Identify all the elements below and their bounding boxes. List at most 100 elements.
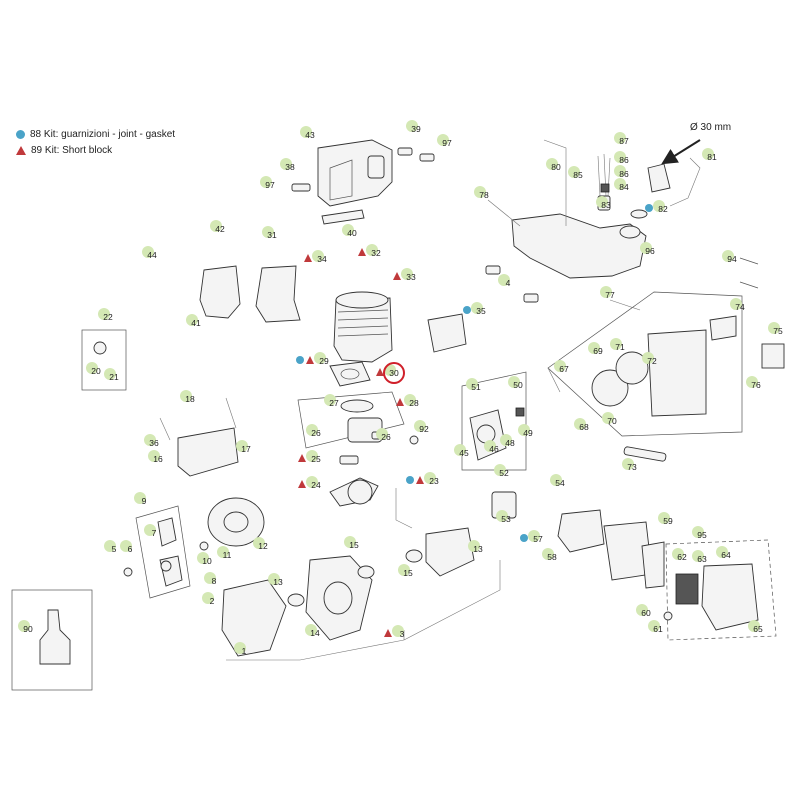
part-label-70[interactable]: 70 [602, 412, 617, 426]
part-label-83[interactable]: 83 [596, 196, 611, 210]
part-label-39[interactable]: 39 [406, 120, 421, 134]
part-label-20[interactable]: 20 [86, 362, 101, 376]
part-label-11[interactable]: 11 [217, 546, 232, 560]
part-label-50[interactable]: 50 [508, 376, 523, 390]
part-label-42[interactable]: 42 [210, 220, 225, 234]
part-label-44[interactable]: 44 [142, 246, 157, 260]
part-label-62[interactable]: 62 [672, 548, 687, 562]
part-label-30[interactable]: 30 [376, 362, 405, 384]
part-label-22[interactable]: 22 [98, 308, 113, 322]
part-label-73[interactable]: 73 [622, 458, 637, 472]
part-label-86[interactable]: 86 [614, 151, 629, 165]
part-label-41[interactable]: 41 [186, 314, 201, 328]
part-number-text: 3 [400, 629, 405, 639]
part-label-86[interactable]: 86 [614, 165, 629, 179]
part-label-28[interactable]: 28 [396, 394, 419, 408]
part-label-48[interactable]: 48 [500, 434, 515, 448]
part-label-94[interactable]: 94 [722, 250, 737, 264]
part-number-text: 57 [533, 534, 543, 544]
part-label-68[interactable]: 68 [574, 418, 589, 432]
part-label-26[interactable]: 26 [376, 428, 391, 442]
part-label-38[interactable]: 38 [280, 158, 295, 172]
part-label-1[interactable]: 1 [234, 642, 247, 656]
part-label-13[interactable]: 13 [268, 573, 283, 587]
part-label-16[interactable]: 16 [148, 450, 163, 464]
part-label-97[interactable]: 97 [260, 176, 275, 190]
part-label-15[interactable]: 15 [344, 536, 359, 550]
part-label-34[interactable]: 34 [304, 250, 327, 264]
part-label-76[interactable]: 76 [746, 376, 761, 390]
part-label-97[interactable]: 97 [437, 134, 452, 148]
part-label-71[interactable]: 71 [610, 338, 625, 352]
part-label-14[interactable]: 14 [305, 624, 320, 638]
part-label-54[interactable]: 54 [550, 474, 565, 488]
part-label-13[interactable]: 13 [468, 540, 483, 554]
part-label-5[interactable]: 5 [104, 540, 117, 554]
leader-lines [226, 139, 759, 661]
part-label-85[interactable]: 85 [568, 166, 583, 180]
part-label-64[interactable]: 64 [716, 546, 731, 560]
part-label-75[interactable]: 75 [768, 322, 783, 336]
part-label-69[interactable]: 69 [588, 342, 603, 356]
part-label-43[interactable]: 43 [300, 126, 315, 140]
part-label-72[interactable]: 72 [642, 352, 657, 366]
part-label-63[interactable]: 63 [692, 550, 707, 564]
part-label-9[interactable]: 9 [134, 492, 147, 506]
part-label-18[interactable]: 18 [180, 390, 195, 404]
part-label-67[interactable]: 67 [554, 360, 569, 374]
part-label-46[interactable]: 46 [484, 440, 499, 454]
part-label-26[interactable]: 26 [306, 424, 321, 438]
part-label-8[interactable]: 8 [204, 572, 217, 586]
part-label-74[interactable]: 74 [730, 298, 745, 312]
part-label-36[interactable]: 36 [144, 434, 159, 448]
part-label-77[interactable]: 77 [600, 286, 615, 300]
part-label-57[interactable]: 57 [520, 530, 543, 544]
part-number-text: 24 [311, 480, 321, 490]
part-label-33[interactable]: 33 [393, 268, 416, 282]
part-label-27[interactable]: 27 [324, 394, 339, 408]
part-label-78[interactable]: 78 [474, 186, 489, 200]
part-label-59[interactable]: 59 [658, 512, 673, 526]
part-label-40[interactable]: 40 [342, 224, 357, 238]
part-label-4[interactable]: 4 [498, 274, 511, 288]
part-label-10[interactable]: 10 [197, 552, 212, 566]
part-label-84[interactable]: 84 [614, 178, 629, 192]
part-label-61[interactable]: 61 [648, 620, 663, 634]
part-label-2[interactable]: 2 [202, 592, 215, 606]
part-label-87[interactable]: 87 [614, 132, 629, 146]
part-label-25[interactable]: 25 [298, 450, 321, 464]
part-label-29[interactable]: 29 [296, 352, 329, 366]
part-label-90[interactable]: 90 [18, 620, 33, 634]
part-label-31[interactable]: 31 [262, 226, 277, 240]
part-label-52[interactable]: 52 [494, 464, 509, 478]
label-bubble [614, 178, 626, 190]
part-label-7[interactable]: 7 [144, 524, 157, 538]
part-label-12[interactable]: 12 [253, 537, 268, 551]
part-label-49[interactable]: 49 [518, 424, 533, 438]
part-label-51[interactable]: 51 [466, 378, 481, 392]
part-label-96[interactable]: 96 [640, 242, 655, 256]
part-label-60[interactable]: 60 [636, 604, 651, 618]
part-label-82[interactable]: 82 [645, 200, 668, 214]
part-label-35[interactable]: 35 [463, 302, 486, 316]
part-label-32[interactable]: 32 [358, 244, 381, 258]
part-label-95[interactable]: 95 [692, 526, 707, 540]
part-label-15[interactable]: 15 [398, 564, 413, 578]
part-label-80[interactable]: 80 [546, 158, 561, 172]
part-label-17[interactable]: 17 [236, 440, 251, 454]
part-label-21[interactable]: 21 [104, 368, 119, 382]
part-label-6[interactable]: 6 [120, 540, 133, 554]
part-label-58[interactable]: 58 [542, 548, 557, 562]
label-bubble [748, 620, 760, 632]
part-label-53[interactable]: 53 [496, 510, 511, 524]
part-label-92[interactable]: 92 [414, 420, 429, 434]
part-label-45[interactable]: 45 [454, 444, 469, 458]
part-label-3[interactable]: 3 [384, 625, 405, 639]
part-label-81[interactable]: 81 [702, 148, 717, 162]
label-bubble [306, 476, 318, 488]
label-bubble [210, 220, 222, 232]
part-label-65[interactable]: 65 [748, 620, 763, 634]
part-label-24[interactable]: 24 [298, 476, 321, 490]
label-bubble [236, 440, 248, 452]
part-label-23[interactable]: 23 [406, 472, 439, 486]
